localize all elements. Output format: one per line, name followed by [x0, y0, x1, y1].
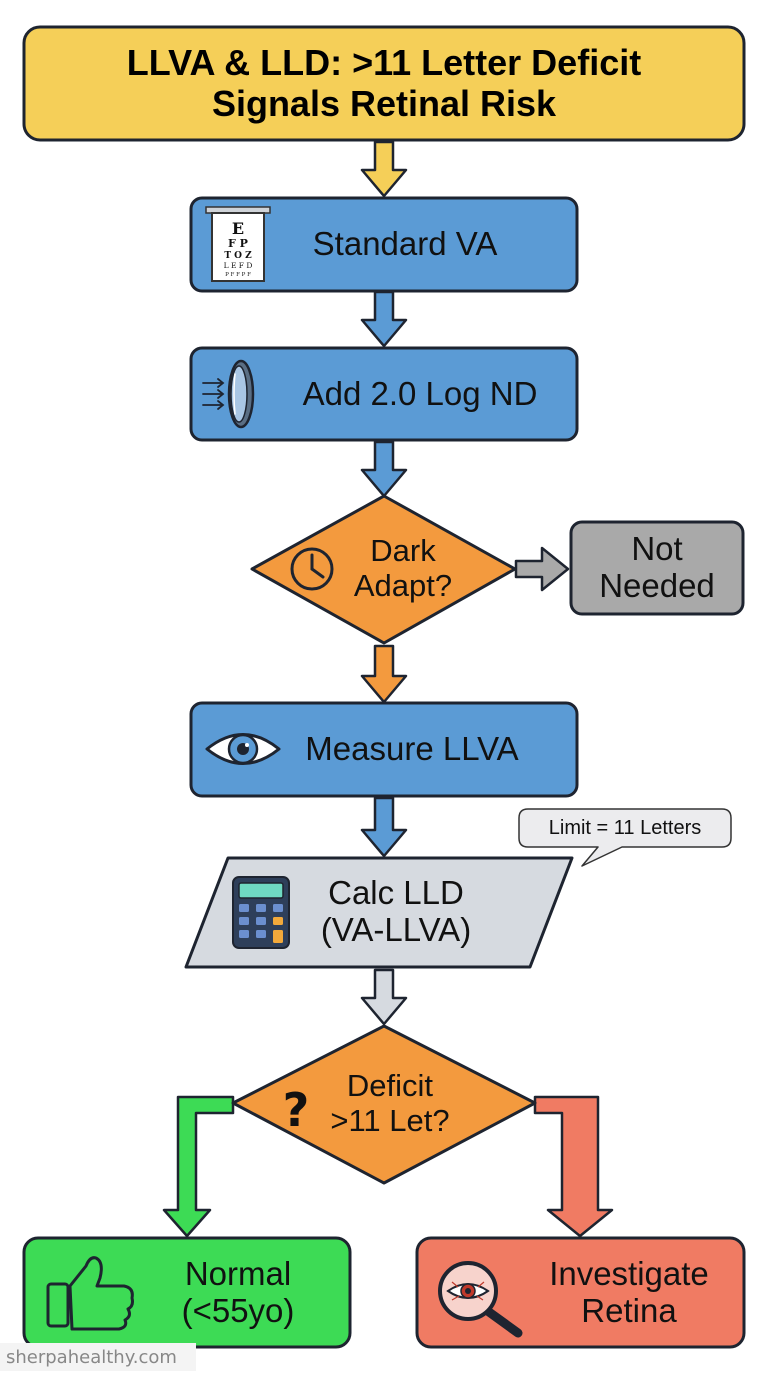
eye-chart-row-1: E [232, 219, 244, 238]
calculator-icon [232, 876, 290, 949]
eye-chart-row-5: P F F P F [225, 272, 251, 278]
thumbs-up-icon [46, 1256, 134, 1331]
title-box [22, 25, 746, 142]
question-icon: ? [283, 1083, 310, 1137]
watermark: sherpahealthy.com [0, 1343, 196, 1371]
deficit-diamond [231, 1024, 537, 1185]
clock-icon [290, 547, 334, 591]
investigate-line-1: Investigate [549, 1254, 709, 1292]
callout-bubble [518, 808, 732, 867]
title-line-2: Signals Retinal Risk [211, 82, 557, 124]
measure-llva-label: Measure LLVA [305, 730, 519, 768]
arrow-dark-adapt-to-measure-llva [360, 644, 408, 704]
eye-chart-icon: E F P T O Z L E F D P F F P F [205, 206, 271, 282]
title-line-1: LLVA & LLD: >11 Letter Deficit [126, 42, 642, 84]
dark-adapt-diamond [250, 494, 517, 645]
calc-lld-label: Calc LLD (VA-LLVA) [296, 864, 496, 960]
arrow-standard-va-to-add-nd [360, 290, 408, 348]
investigate-label: Investigate Retina [524, 1238, 734, 1347]
arrow-calc-lld-to-deficit [360, 968, 408, 1026]
callout-label: Limit = 11 Letters [548, 816, 702, 839]
lens-filter-icon [202, 359, 255, 429]
dark-adapt-label: Dark Adapt? [336, 528, 470, 610]
deficit-label: Deficit >11 Let? [312, 1062, 468, 1146]
not-needed-box [569, 520, 745, 616]
normal-line-1: Normal [184, 1254, 292, 1292]
title: LLVA & LLD: >11 Letter Deficit Signals R… [24, 27, 744, 140]
not-needed-line-1: Not [631, 530, 683, 568]
deficit-line-1: Deficit [346, 1068, 434, 1104]
standard-va-box [189, 196, 579, 293]
investigate-line-2: Retina [581, 1291, 677, 1329]
normal-line-2: (<55yo) [181, 1291, 295, 1329]
arrow-deficit-to-investigate [533, 1095, 614, 1238]
arrow-measure-llva-to-calc-lld [360, 796, 408, 858]
calc-lld-line-1: Calc LLD [328, 874, 464, 912]
add-nd-box [189, 346, 579, 442]
dark-adapt-line-2: Adapt? [353, 568, 453, 603]
dark-adapt-line-1: Dark [370, 533, 436, 569]
standard-va-label: Standard VA [312, 225, 498, 263]
arrow-add-nd-to-dark-adapt [360, 440, 408, 498]
eye-chart-row-2: F P [228, 237, 248, 250]
add-nd-label: Add 2.0 Log ND [302, 374, 538, 412]
arrow-dark-adapt-to-not-needed [514, 546, 570, 592]
magnifier-eye-icon [438, 1261, 523, 1338]
not-needed-label: Not Needed [571, 522, 743, 614]
eye-icon [205, 733, 281, 765]
normal-label: Normal (<55yo) [140, 1238, 336, 1347]
arrow-deficit-to-normal [162, 1095, 235, 1238]
deficit-line-2: >11 Let? [330, 1103, 450, 1138]
eye-chart-row-4: L E F D [224, 261, 253, 270]
arrow-title-to-standard-va [360, 140, 408, 198]
measure-llva-box [189, 701, 579, 798]
eye-chart-row-3: T O Z [224, 251, 252, 261]
calc-lld-line-2: (VA-LLVA) [320, 911, 472, 948]
not-needed-line-2: Needed [599, 567, 715, 604]
